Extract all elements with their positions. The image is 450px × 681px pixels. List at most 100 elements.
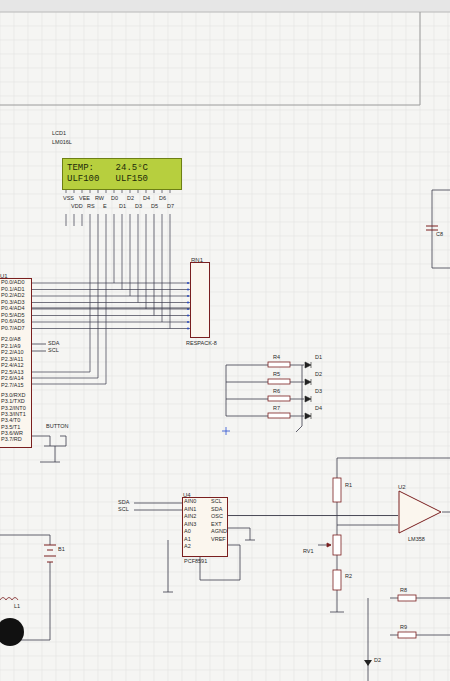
pin-name: SCL bbox=[211, 499, 222, 505]
inductor-symbol bbox=[0, 598, 18, 601]
grid bbox=[0, 558, 450, 559]
resistor-lead bbox=[290, 399, 304, 400]
wire bbox=[337, 525, 398, 526]
grid bbox=[0, 236, 450, 237]
grid bbox=[224, 12, 225, 681]
resistor-symbol bbox=[333, 535, 341, 555]
inductor-symbol bbox=[0, 598, 18, 601]
cursor bbox=[226, 427, 227, 435]
wire bbox=[200, 580, 240, 581]
grid bbox=[112, 12, 113, 681]
part-label: R2 bbox=[345, 574, 352, 580]
wire bbox=[134, 503, 182, 504]
grid bbox=[0, 194, 450, 195]
grid bbox=[98, 12, 99, 681]
pin-name: RS bbox=[87, 204, 95, 210]
wire bbox=[60, 436, 66, 437]
wire bbox=[432, 190, 450, 268]
lcd-pin-wire bbox=[32, 322, 190, 323]
part-label: SDA bbox=[48, 341, 59, 347]
part-label: BUTTON bbox=[46, 424, 69, 430]
grid bbox=[140, 12, 141, 681]
grid bbox=[308, 12, 309, 681]
led-symbol bbox=[305, 362, 311, 368]
pin-name: P2.5/A13 bbox=[1, 370, 24, 376]
pin-name: D4 bbox=[143, 196, 150, 202]
lcd-pin-wire bbox=[32, 372, 90, 373]
grid bbox=[210, 12, 211, 681]
resistor-symbol bbox=[398, 595, 416, 601]
part-label: R8 bbox=[400, 588, 407, 594]
diode-symbol bbox=[364, 660, 372, 666]
lcd-pin-wire bbox=[74, 190, 75, 193]
grid bbox=[0, 306, 450, 307]
led-symbol bbox=[311, 362, 312, 368]
grid bbox=[0, 600, 450, 601]
grid bbox=[168, 12, 169, 681]
wire bbox=[40, 462, 60, 463]
resistor-symbol bbox=[333, 570, 341, 590]
grid bbox=[238, 12, 239, 681]
lcd-line: TEMP: 24.5°C bbox=[63, 163, 181, 174]
battery-symbol bbox=[44, 545, 56, 562]
lcd-pin-wire bbox=[122, 214, 123, 290]
grid bbox=[0, 292, 450, 293]
grid bbox=[0, 670, 450, 671]
pin-name: AIN2 bbox=[184, 514, 196, 520]
grid bbox=[182, 12, 183, 681]
pin-name: P3.1/TXD bbox=[1, 399, 25, 405]
part-label: R7 bbox=[273, 406, 280, 412]
wire bbox=[302, 365, 303, 426]
wire bbox=[168, 540, 169, 592]
part-label: LCD1 bbox=[52, 131, 66, 137]
grid bbox=[434, 12, 435, 681]
part-label: L1 bbox=[14, 604, 20, 610]
grid bbox=[392, 12, 393, 681]
grid bbox=[322, 12, 323, 681]
grid bbox=[0, 642, 450, 643]
part-label: SCL bbox=[118, 507, 129, 513]
opamp-outline bbox=[398, 490, 442, 534]
grid bbox=[0, 110, 450, 111]
part-label: R1 bbox=[345, 483, 352, 489]
pin-name: P2.0/A8 bbox=[1, 337, 21, 343]
wire bbox=[66, 436, 67, 446]
pot-wiper bbox=[327, 543, 331, 547]
part-reference: U2 bbox=[398, 484, 406, 490]
resistor-symbol bbox=[333, 478, 341, 502]
resistor-symbol bbox=[268, 379, 290, 384]
grid bbox=[0, 152, 450, 153]
grid bbox=[0, 12, 450, 681]
lcd-pin-wire bbox=[138, 190, 139, 193]
lcd-pin-wire bbox=[32, 315, 190, 316]
pin-name: AGND bbox=[211, 529, 227, 535]
lcd-pin-wire bbox=[154, 214, 155, 316]
grid bbox=[266, 12, 267, 681]
grid bbox=[0, 54, 450, 55]
capacitor-symbol bbox=[426, 226, 438, 230]
wire bbox=[337, 458, 450, 459]
bus-wire bbox=[228, 515, 398, 516]
battery-symbol bbox=[44, 545, 56, 546]
grid bbox=[42, 12, 43, 681]
pin-name: VREF bbox=[211, 537, 226, 543]
grid bbox=[0, 656, 450, 657]
pin-name: P2.2/A10 bbox=[1, 350, 24, 356]
grid bbox=[0, 334, 450, 335]
grid bbox=[0, 586, 450, 587]
pin-name: P0.0/AD0 bbox=[1, 280, 25, 286]
pin-name: P3.6/WR bbox=[1, 431, 23, 437]
lcd-pin-wire bbox=[187, 327, 189, 329]
pin-name: E bbox=[103, 204, 107, 210]
wire bbox=[32, 351, 46, 352]
grid bbox=[0, 390, 450, 391]
resistor-lead bbox=[226, 416, 268, 417]
capacitor-symbol bbox=[426, 230, 438, 231]
part-label: R4 bbox=[273, 355, 280, 361]
grid bbox=[0, 208, 450, 209]
pin-name: AIN1 bbox=[184, 507, 196, 513]
pot-wiper bbox=[327, 543, 331, 547]
opamp-outline bbox=[399, 491, 441, 533]
